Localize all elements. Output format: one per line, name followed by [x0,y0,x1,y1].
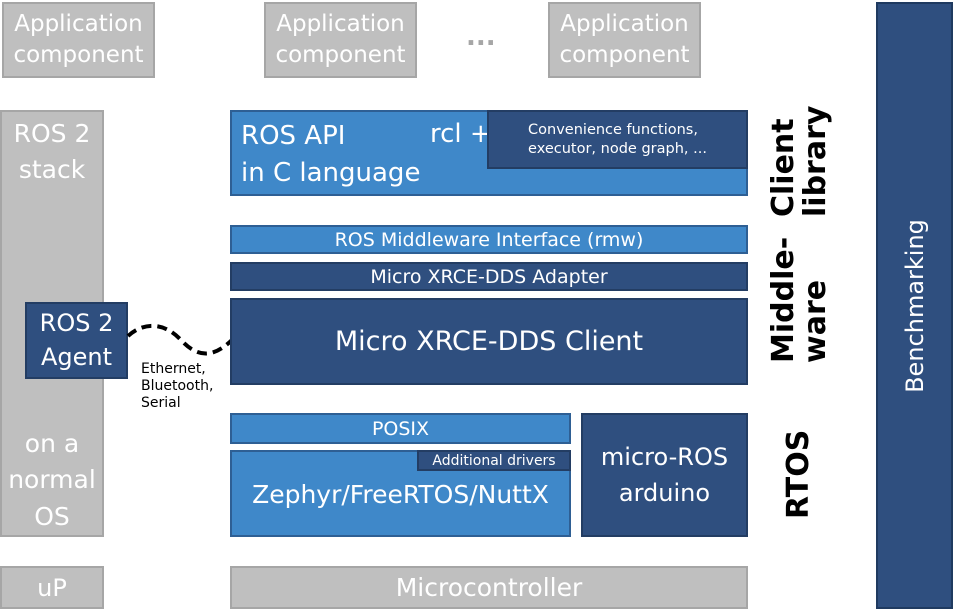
benchmarking-label: Benchmarking [900,218,929,393]
middleware-side-label: Middle- ware [766,236,833,363]
ros2-agent-box: ROS 2 Agent [25,302,128,379]
up-label: uP [37,573,67,602]
rmw-label: ROS Middleware Interface (rmw) [334,228,644,251]
application-component-label: Application component [559,10,690,68]
ros2-stack-label: ROS 2 stack [13,119,91,185]
additional-drivers-box: Additional drivers [417,450,571,471]
communication-link [126,323,234,356]
micro-ros-arduino-box: micro-ROS arduino [581,413,748,537]
microcontroller-label: Microcontroller [395,573,583,602]
communication-link-label: Ethernet, Bluetooth, Serial [141,361,214,411]
ros2-os-label: on a normal OS [8,429,96,531]
client-library-side-label: Client library [766,105,833,217]
convenience-functions-label: Convenience functions, executor, node gr… [528,121,707,157]
rtos-side-label: RTOS [781,429,816,519]
benchmarking-bar: Benchmarking [876,2,953,609]
xrce-client-box: Micro XRCE-DDS Client [230,298,748,385]
application-component-2: Application component [264,2,417,78]
additional-drivers-label: Additional drivers [432,452,556,469]
rmw-box: ROS Middleware Interface (rmw) [230,225,748,254]
posix-box: POSIX [230,413,571,444]
application-component-label: Application component [13,10,144,68]
application-component-1: Application component [2,2,155,78]
xrce-adapter-label: Micro XRCE-DDS Adapter [370,265,608,288]
convenience-functions-box: Convenience functions, executor, node gr… [487,110,748,169]
micro-ros-arduino-label: micro-ROS arduino [600,443,729,507]
rtos-kernels-label: Zephyr/FreeRTOS/NuttX [252,480,549,509]
xrce-client-label: Micro XRCE-DDS Client [334,326,644,357]
application-ellipsis: ... [466,22,496,52]
microcontroller-box: Microcontroller [230,566,748,609]
up-box: uP [0,566,104,609]
ros-api-label: ROS API in C language [241,121,421,188]
xrce-adapter-box: Micro XRCE-DDS Adapter [230,262,748,291]
application-component-label: Application component [275,10,406,68]
application-component-3: Application component [548,2,701,78]
ros2-agent-label: ROS 2 Agent [39,308,114,371]
posix-label: POSIX [371,417,430,440]
